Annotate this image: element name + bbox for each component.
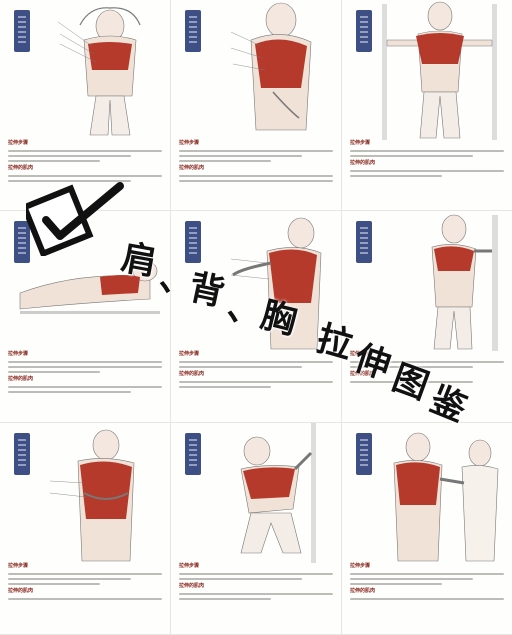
anatomy-figure xyxy=(0,423,170,563)
anatomy-figure xyxy=(171,0,341,140)
muscles-header: 拉伸的肌肉 xyxy=(350,371,376,377)
section-tab xyxy=(356,221,372,263)
anatomy-figure xyxy=(342,211,512,351)
anatomy-figure xyxy=(0,0,170,140)
section-tab xyxy=(185,221,201,263)
page-squat-pole-stretch: 拉伸步骤 拉伸的肌肉 xyxy=(171,423,342,635)
steps-header: 拉伸步骤 xyxy=(350,563,371,569)
page-behind-back-stretch: 拉伸步骤 拉伸的肌肉 xyxy=(171,0,342,211)
section-tab xyxy=(14,10,30,52)
page-wall-chest-stretch: 拉伸步骤 拉伸的肌肉 xyxy=(342,211,512,423)
muscles-header: 拉伸的肌肉 xyxy=(179,583,205,589)
muscles-header: 拉伸的肌肉 xyxy=(179,165,205,171)
anatomy-figure xyxy=(342,0,512,140)
page-doorway-chest-stretch: 拉伸步骤 拉伸的肌肉 xyxy=(342,0,512,211)
muscles-header: 拉伸的肌肉 xyxy=(179,371,205,377)
steps-header: 拉伸步骤 xyxy=(350,140,371,146)
anatomy-figure xyxy=(342,423,512,563)
steps-header: 拉伸步骤 xyxy=(179,140,200,146)
muscles-header: 拉伸的肌肉 xyxy=(350,588,376,594)
steps-header: 拉伸步骤 xyxy=(8,140,29,146)
section-tab xyxy=(185,10,201,52)
steps-header: 拉伸步骤 xyxy=(8,351,29,357)
steps-header: 拉伸步骤 xyxy=(179,563,200,569)
section-tab xyxy=(185,433,201,475)
muscles-header: 拉伸的肌肉 xyxy=(8,588,34,594)
page-cross-arm-stretch: 拉伸步骤 拉伸的肌肉 xyxy=(171,211,342,423)
steps-header: 拉伸步骤 xyxy=(179,351,200,357)
page-lying-stretch: 拉伸步骤 拉伸的肌肉 xyxy=(0,211,171,423)
page-partner-stretch: 拉伸步骤 拉伸的肌肉 xyxy=(342,423,512,635)
section-tab xyxy=(356,10,372,52)
section-tab xyxy=(356,433,372,475)
page-overhead-stretch: 拉伸步骤 拉伸的肌肉 xyxy=(0,0,171,211)
anatomy-figure xyxy=(0,211,170,351)
muscles-header: 拉伸的肌肉 xyxy=(8,376,34,382)
page-arm-hug-stretch: 拉伸步骤 拉伸的肌肉 xyxy=(0,423,171,635)
steps-header: 拉伸步骤 xyxy=(8,563,29,569)
steps-header: 拉伸步骤 xyxy=(350,351,371,357)
section-tab xyxy=(14,433,30,475)
muscles-header: 拉伸的肌肉 xyxy=(350,160,376,166)
muscles-header: 拉伸的肌肉 xyxy=(8,165,34,171)
anatomy-figure xyxy=(171,211,341,351)
anatomy-figure xyxy=(171,423,341,563)
